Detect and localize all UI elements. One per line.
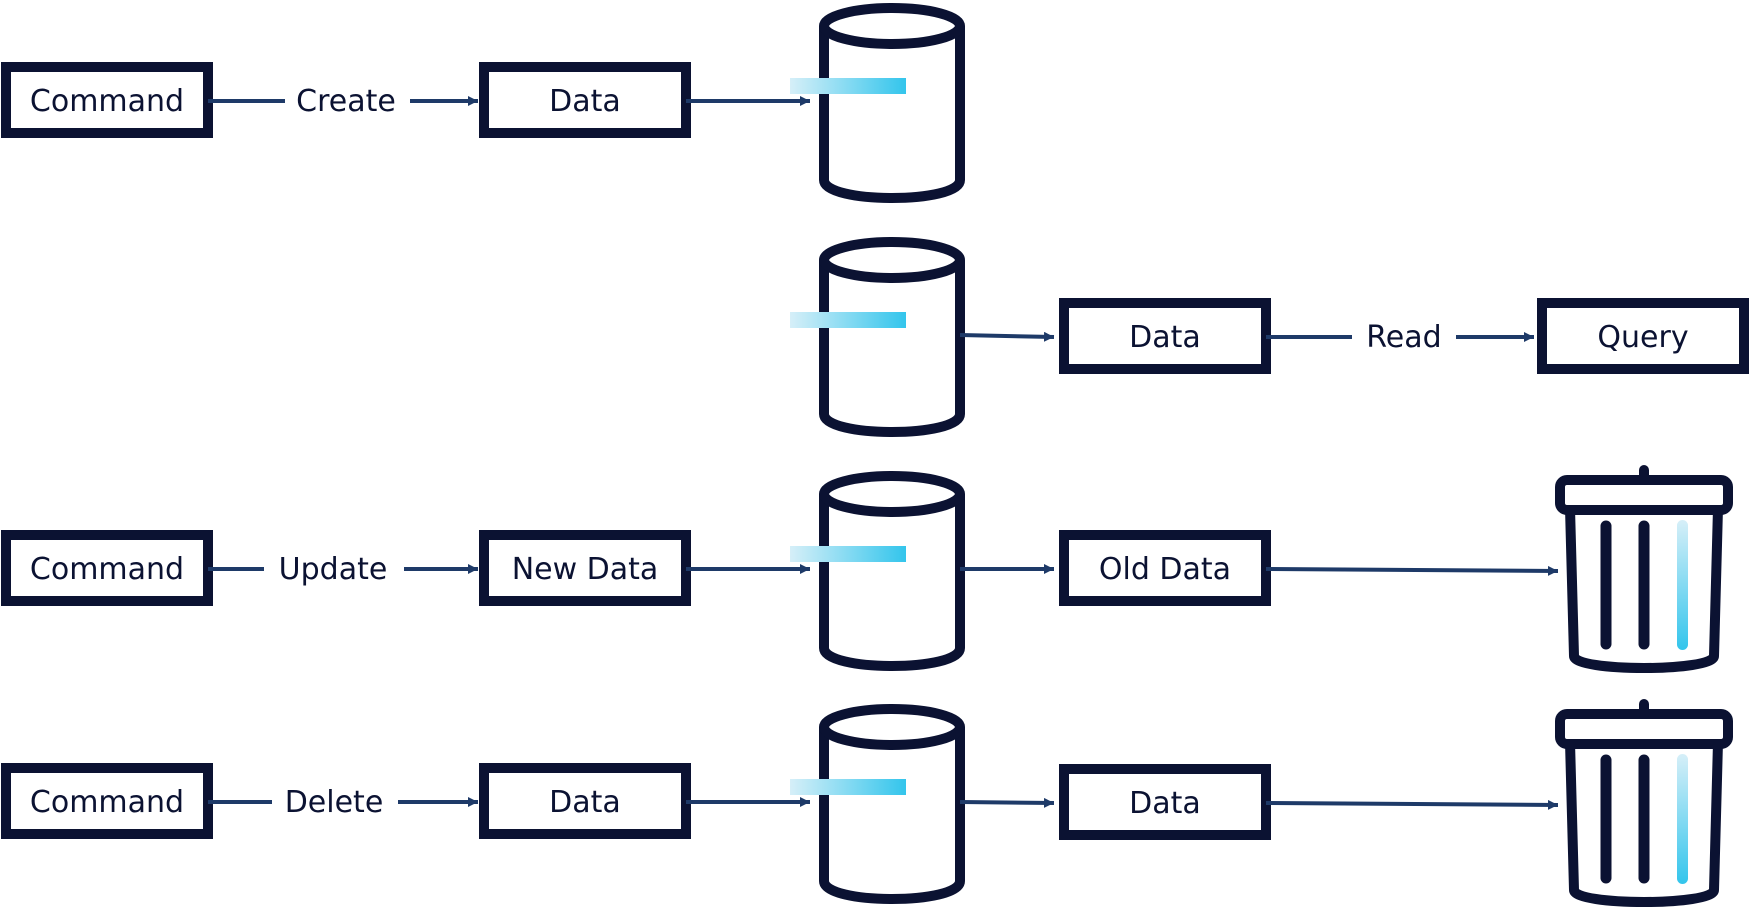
row-delete: Command Delete Data Data bbox=[1, 704, 1728, 902]
command-label: Command bbox=[30, 84, 184, 119]
row-read: Data Read Query bbox=[790, 242, 1749, 432]
update-label: Update bbox=[279, 552, 388, 587]
database-cylinder-icon bbox=[790, 8, 960, 198]
command-box: Command bbox=[1, 530, 213, 606]
old-data-box: Old Data bbox=[1059, 530, 1271, 606]
data-box: Data bbox=[479, 763, 691, 839]
trash-can-icon bbox=[1560, 704, 1728, 902]
data-box: Data bbox=[479, 62, 691, 138]
arrow-to-trash bbox=[1265, 799, 1559, 810]
arrow-to-data bbox=[959, 331, 1055, 342]
new-data-label: New Data bbox=[512, 552, 659, 587]
read-label: Read bbox=[1366, 320, 1441, 355]
command-box: Command bbox=[1, 763, 213, 839]
data-box: Data bbox=[1059, 764, 1271, 840]
data-label: Data bbox=[1129, 786, 1201, 821]
command-box: Command bbox=[1, 62, 213, 138]
database-cylinder-icon bbox=[790, 476, 960, 666]
command-label: Command bbox=[30, 785, 184, 820]
data-label: Data bbox=[549, 785, 621, 820]
query-label: Query bbox=[1597, 320, 1688, 355]
database-cylinder-icon bbox=[790, 709, 960, 899]
trash-can-icon bbox=[1560, 470, 1728, 668]
command-label: Command bbox=[30, 552, 184, 587]
arrow-to-trash bbox=[1265, 565, 1559, 576]
data-label: Data bbox=[549, 84, 621, 119]
row-create: Command Create Data bbox=[1, 8, 960, 198]
database-cylinder-icon bbox=[790, 242, 960, 432]
data-label: Data bbox=[1129, 320, 1201, 355]
arrow-to-data bbox=[959, 797, 1055, 808]
create-label: Create bbox=[296, 84, 396, 119]
old-data-label: Old Data bbox=[1099, 552, 1231, 587]
query-box: Query bbox=[1537, 298, 1749, 374]
data-box: Data bbox=[1059, 298, 1271, 374]
row-update: Command Update New Data Old Data bbox=[1, 470, 1728, 668]
new-data-box: New Data bbox=[479, 530, 691, 606]
delete-label: Delete bbox=[285, 785, 384, 820]
